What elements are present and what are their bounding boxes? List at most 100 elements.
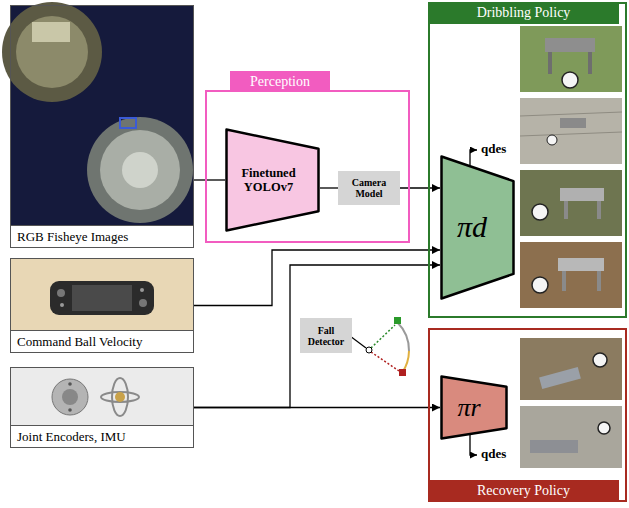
gamepad-button	[140, 288, 144, 292]
trapezoid-shape	[442, 377, 507, 439]
fisheye-view	[87, 117, 193, 223]
fisheye-inner	[16, 16, 88, 88]
fisheye-inner	[100, 130, 180, 210]
detector-wire	[350, 336, 366, 348]
ball	[547, 135, 557, 145]
node-label: πd	[457, 210, 487, 245]
connector	[194, 407, 440, 408]
stair-edge	[520, 112, 622, 116]
text-holder: Finetuned YOLOv7	[225, 128, 312, 232]
group-heading: Dribbling Policy	[477, 5, 571, 21]
text-holder: Camera Model	[338, 171, 400, 205]
text-holder: πr	[440, 375, 498, 440]
gamepad-button	[60, 303, 64, 307]
input-panel: Command Ball Velocity	[10, 258, 194, 353]
gamepad-screen	[72, 285, 132, 311]
ball	[593, 353, 607, 367]
heading-tab: Perception	[230, 71, 330, 92]
motor-hole	[68, 382, 72, 386]
gamepad-stick	[57, 289, 65, 297]
connector	[320, 187, 338, 188]
robot	[558, 258, 604, 271]
robot-leg	[597, 271, 601, 291]
panel-caption: Joint Encoders, IMU	[17, 429, 126, 445]
robot-leg	[588, 52, 592, 74]
process-box: Fall Detector	[300, 318, 352, 353]
fallen-robot	[530, 440, 578, 453]
imu-gyro-ring	[112, 378, 128, 416]
robot-leg	[562, 271, 566, 291]
ball	[532, 204, 548, 220]
photo	[520, 242, 622, 308]
robot	[560, 118, 586, 128]
sensor-panel: RGB Fisheye Images	[10, 5, 194, 248]
robot	[545, 38, 595, 52]
caption-strip: Command Ball Velocity	[11, 330, 193, 352]
sensor-image	[11, 368, 193, 425]
gamepad-body	[50, 281, 154, 315]
text-holder: πd	[440, 155, 504, 300]
image-ground	[11, 259, 193, 331]
ball	[598, 422, 610, 434]
imu-gyro-core	[115, 392, 125, 402]
fisheye-center	[122, 152, 158, 188]
policy-network: πd	[440, 155, 515, 300]
recovery-photos	[520, 338, 622, 468]
image-ground	[11, 368, 193, 425]
gamepad-image	[11, 259, 193, 331]
heading-tab: Dribbling Policy	[428, 2, 619, 24]
fisheye-view	[2, 2, 102, 102]
stair-edge	[520, 132, 622, 136]
robot-leg	[564, 201, 568, 219]
connector	[194, 265, 440, 408]
policy-group: Dribbling Policy πd	[428, 2, 627, 318]
switch-pivot	[366, 347, 372, 353]
joint-motor	[52, 379, 88, 415]
gamepad-stick	[139, 299, 147, 307]
connector	[400, 187, 440, 188]
output-symbol: qdes	[481, 141, 506, 156]
output-arrow	[470, 150, 477, 165]
node-label: πr	[457, 393, 480, 423]
switch-contact	[399, 369, 406, 376]
detection-box	[120, 118, 136, 128]
panel-caption: Command Ball Velocity	[17, 334, 142, 350]
policy-switch	[350, 317, 409, 376]
switch-path-dribble	[371, 325, 395, 348]
module-group: PerceptionFinetuned YOLOv7Camera Model	[205, 90, 410, 243]
output-symbol: qdes	[481, 446, 506, 461]
node-label: Fall Detector	[302, 325, 350, 347]
connector	[194, 179, 225, 180]
robot-leg	[548, 52, 552, 74]
dribbling-photos	[520, 26, 622, 308]
motor-hub	[62, 389, 78, 405]
process-box: Camera Model	[338, 171, 400, 205]
node-label: Finetuned YOLOv7	[225, 166, 312, 195]
policy-network: πr	[440, 375, 508, 440]
motor-hole	[68, 408, 72, 412]
heading-tab: Recovery Policy	[428, 480, 619, 502]
robot-leg	[597, 201, 601, 219]
panel-caption: RGB Fisheye Images	[17, 229, 128, 245]
text-holder: Fall Detector	[300, 318, 352, 353]
sensor-panel: Joint Encoders, IMU	[10, 367, 194, 448]
switch-contact	[394, 317, 401, 324]
label-holder: qdes	[481, 446, 506, 462]
fallen-robot	[539, 367, 581, 389]
group-heading: Perception	[250, 74, 310, 90]
switch-path-recover	[371, 352, 399, 371]
ceiling-light	[32, 22, 70, 42]
label-holder: qdes	[481, 141, 506, 157]
switch-arc	[397, 322, 409, 351]
imu-gyro-ring	[101, 392, 139, 402]
network-trapezoid: Finetuned YOLOv7	[225, 128, 320, 232]
group-heading: Recovery Policy	[477, 483, 570, 499]
caption-strip: Joint Encoders, IMU	[11, 425, 193, 447]
connector	[194, 250, 440, 306]
fisheye-images	[2, 2, 193, 225]
policy-group: Recovery Policy πr	[428, 328, 627, 502]
caption-strip: RGB Fisheye Images	[11, 225, 193, 247]
robot	[560, 188, 604, 201]
trapezoid-shape	[442, 157, 514, 299]
output-arrow	[470, 435, 477, 455]
